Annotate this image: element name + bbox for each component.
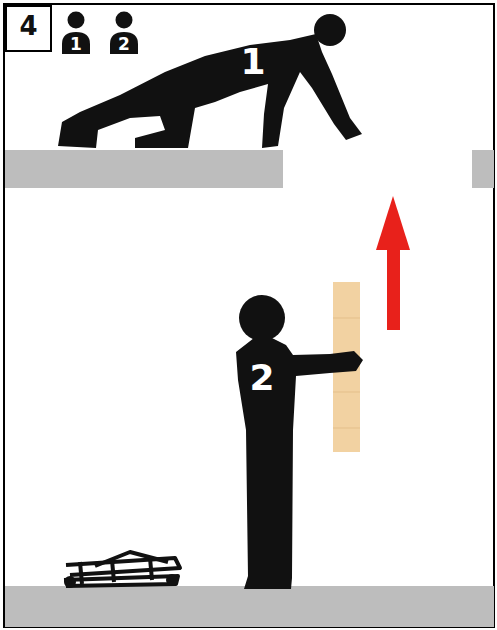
person-number: 1 xyxy=(233,44,273,80)
crawling-person: 1 xyxy=(50,8,370,153)
upper-floor-right xyxy=(472,150,494,188)
outer-frame xyxy=(4,4,494,627)
ladder-brace xyxy=(95,552,168,566)
folded-ladder xyxy=(64,552,180,586)
person-number: 2 xyxy=(242,360,282,396)
step-number: 4 xyxy=(7,13,50,39)
silhouette-body xyxy=(236,338,363,589)
crawling-person-outline xyxy=(50,8,370,153)
person-number: 1 xyxy=(64,36,88,53)
ladder-rung xyxy=(80,562,82,584)
silhouette-body xyxy=(58,34,362,148)
ladder-wheel xyxy=(168,576,176,584)
arrow-head xyxy=(376,196,410,250)
plank-grain xyxy=(333,392,360,393)
plank-grain xyxy=(333,318,360,319)
ladder-rung xyxy=(112,560,114,582)
person-icon-shape xyxy=(110,12,138,55)
icon-head xyxy=(116,12,133,29)
person-number: 2 xyxy=(112,36,136,53)
ground-floor xyxy=(5,586,494,627)
step-number-box: 4 xyxy=(5,5,52,52)
crawling-person-shape xyxy=(58,14,362,148)
standing-person-shape xyxy=(236,295,363,589)
upper-floor-left xyxy=(5,150,283,188)
icon-body xyxy=(110,32,138,54)
plank-grain xyxy=(333,428,360,429)
silhouette-head xyxy=(314,14,346,46)
ladder-wheel xyxy=(66,578,74,586)
standing-person-outline xyxy=(230,292,370,592)
arrow-shaft xyxy=(387,246,400,330)
lift-arrow xyxy=(376,196,410,330)
icon-body xyxy=(62,32,90,54)
person-icon-shape xyxy=(62,12,90,55)
person-icon: 2 xyxy=(108,10,140,54)
silhouette-head xyxy=(239,295,285,341)
ladder-rung xyxy=(150,558,152,580)
standing-person: 2 xyxy=(230,292,370,592)
person-icon: 1 xyxy=(60,10,92,54)
icon-head xyxy=(68,12,85,29)
